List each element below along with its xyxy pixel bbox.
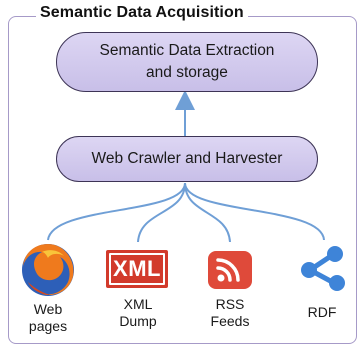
semantic-extraction-box: Semantic Data Extraction and storage: [56, 32, 318, 92]
wire-xml-dump: [137, 182, 186, 243]
xml-icon: XML: [106, 250, 168, 288]
source-label-rss-feeds: RSS Feeds: [211, 296, 250, 330]
web-pages-line1: Web: [33, 301, 63, 317]
xml-dump-line2: Dump: [119, 313, 157, 329]
wire-rss-feeds: [184, 182, 231, 243]
xml-badge-text: XML: [113, 256, 161, 281]
extraction-box-line2: and storage: [146, 64, 228, 81]
source-label-rdf: RDF: [308, 304, 337, 321]
rdf-share-icon: [301, 246, 345, 291]
web-pages-line2: pages: [28, 318, 68, 334]
extraction-box-line1: Semantic Data Extraction: [99, 42, 275, 59]
wire-web-pages: [47, 182, 186, 241]
diagram-title: Semantic Data Acquisition: [36, 4, 248, 22]
wire-rdf: [184, 182, 325, 241]
web-crawler-box: Web Crawler and Harvester: [56, 136, 318, 182]
crawler-box-label: Web Crawler and Harvester: [91, 150, 283, 167]
firefox-icon: [22, 244, 74, 296]
rss-feeds-line1: RSS: [215, 296, 245, 312]
xml-dump-line1: XML: [123, 296, 153, 312]
rss-feeds-line2: Feeds: [210, 313, 250, 329]
source-label-web-pages: Web pages: [29, 301, 67, 335]
rss-icon: [208, 251, 252, 289]
rdf-line1: RDF: [307, 304, 337, 320]
source-label-xml-dump: XML Dump: [119, 296, 156, 330]
